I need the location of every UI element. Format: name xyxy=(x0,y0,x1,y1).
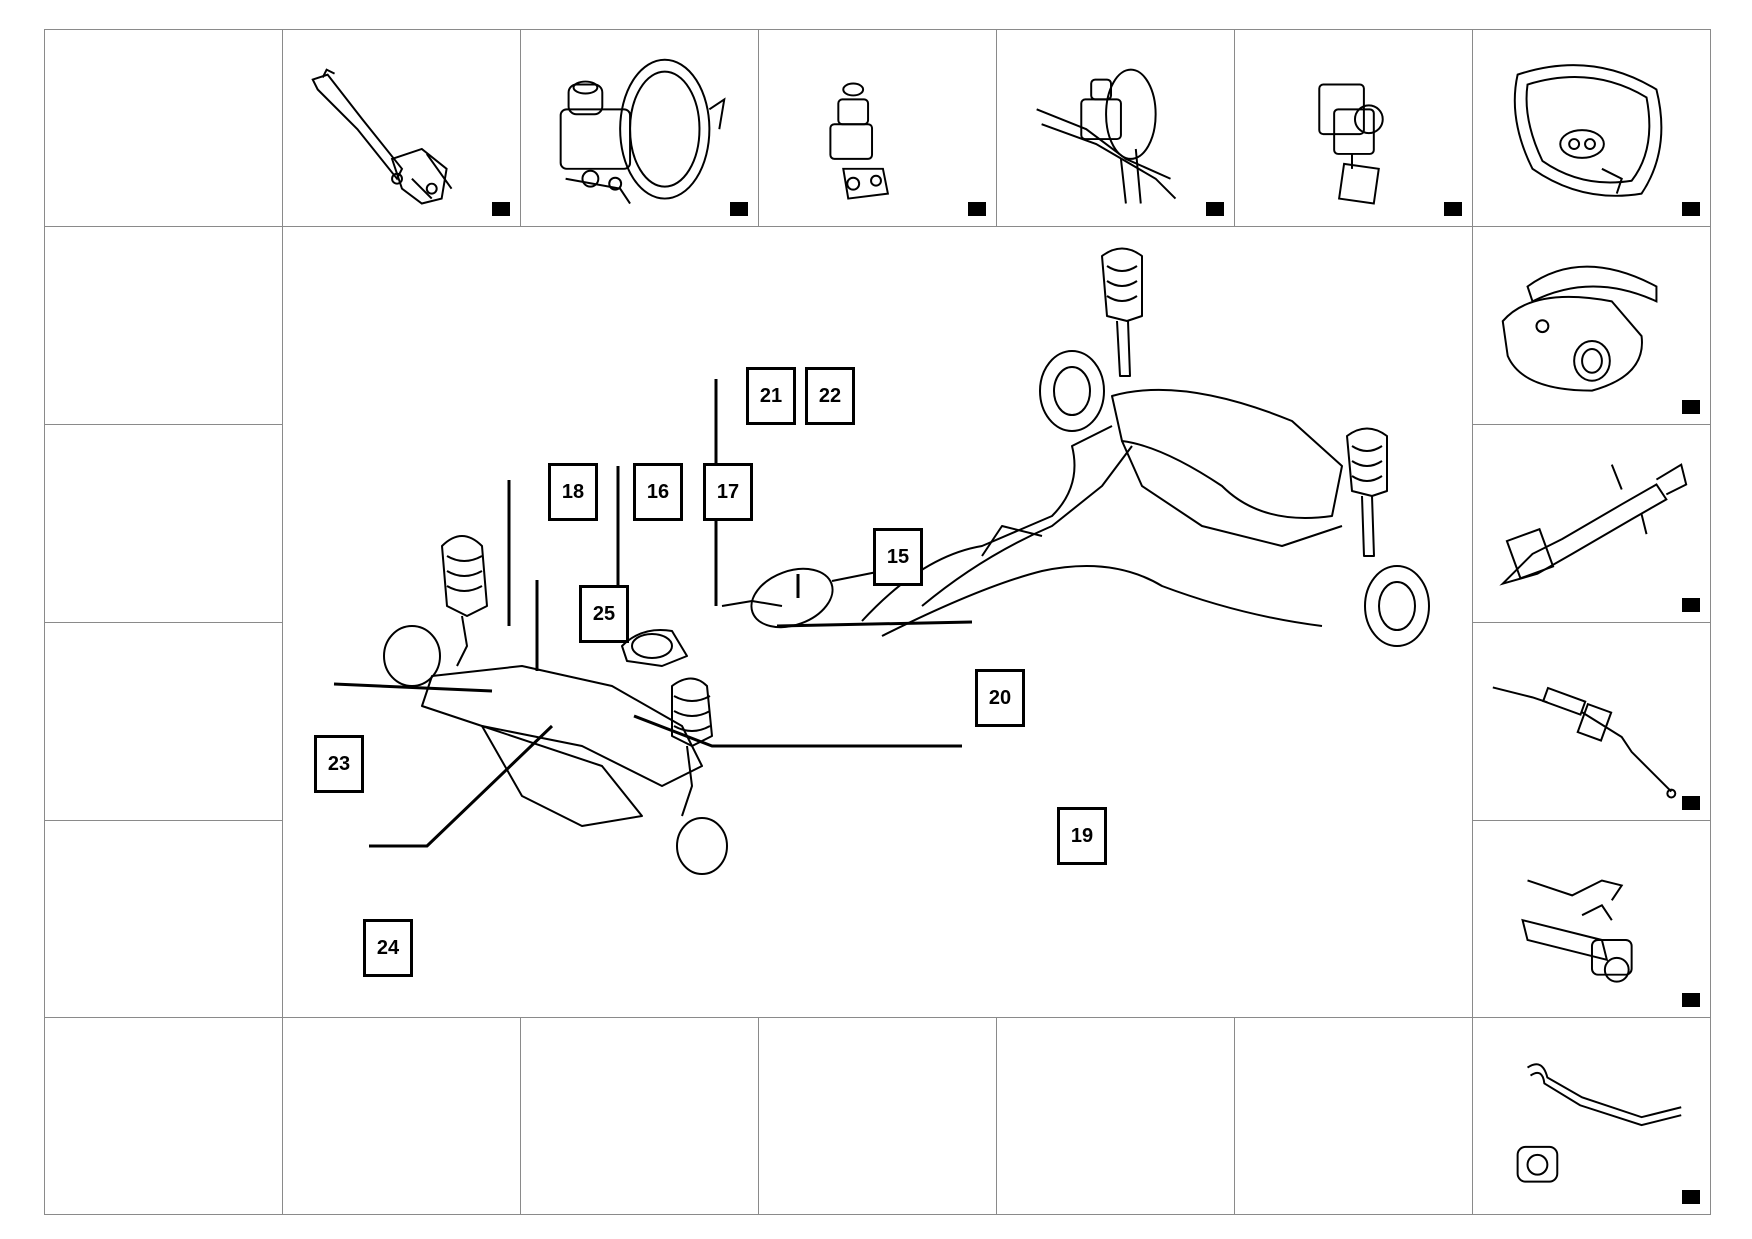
callout-20[interactable]: 20 xyxy=(975,669,1025,727)
reference-marker xyxy=(1206,202,1224,216)
rear-left-strut xyxy=(1101,247,1143,322)
blank-cell-left-2 xyxy=(44,424,283,623)
callout-25[interactable]: 25 xyxy=(579,585,629,643)
main-steering-wheel xyxy=(750,567,834,629)
reference-marker xyxy=(1682,796,1700,810)
callout-18[interactable]: 18 xyxy=(548,463,598,521)
thumbnail-steering-wheel[interactable] xyxy=(1472,29,1711,227)
callout-16[interactable]: 16 xyxy=(633,463,683,521)
thumbnail-abs-modulator[interactable] xyxy=(1234,29,1473,227)
steering-column-icon xyxy=(1499,463,1688,586)
thumbnail-steering-hose[interactable] xyxy=(1472,1017,1711,1215)
callout-19[interactable]: 19 xyxy=(1057,807,1107,865)
reference-marker xyxy=(492,202,510,216)
blank-cell-bottom-3 xyxy=(520,1017,759,1215)
front-right-strut xyxy=(671,677,713,747)
brake-booster-master-cylinder-icon xyxy=(559,58,726,205)
thumbnail-steering-rack[interactable] xyxy=(1472,622,1711,821)
thumbnail-brake-booster[interactable] xyxy=(520,29,759,227)
chassis-overview-drawing xyxy=(333,247,1430,875)
rear-subframe xyxy=(1111,388,1343,519)
thumbnail-handbrake-lever[interactable] xyxy=(282,29,521,227)
brake-line xyxy=(861,425,1113,622)
blank-cell-left-4 xyxy=(44,820,283,1018)
reference-marker xyxy=(1682,400,1700,414)
leader-lines xyxy=(333,379,973,848)
callout-23[interactable]: 23 xyxy=(314,735,364,793)
blank-cell-bottom-5 xyxy=(996,1017,1235,1215)
callout-24[interactable]: 24 xyxy=(363,919,413,977)
blank-cell-left-1 xyxy=(44,226,283,425)
thumbnail-booster-lines[interactable] xyxy=(996,29,1235,227)
steering-hose-icon xyxy=(1516,1063,1682,1183)
blank-cell-top-left xyxy=(44,29,283,227)
reference-marker xyxy=(1444,202,1462,216)
blank-cell-bottom-1 xyxy=(44,1017,283,1215)
callout-21[interactable]: 21 xyxy=(746,367,796,425)
callout-15[interactable]: 15 xyxy=(873,528,923,586)
rear-right-strut xyxy=(1346,427,1388,497)
thumbnail-column-shroud[interactable] xyxy=(1472,226,1711,425)
front-left-strut xyxy=(441,535,488,617)
abs-modulator-icon xyxy=(1318,83,1384,205)
handbrake-lever-icon xyxy=(311,68,453,205)
callout-17[interactable]: 17 xyxy=(703,463,753,521)
blank-cell-left-3 xyxy=(44,622,283,821)
steering-column-shroud-icon xyxy=(1501,265,1658,392)
steering-rack-icon xyxy=(1492,686,1677,799)
reference-marker xyxy=(730,202,748,216)
reference-marker xyxy=(968,202,986,216)
reference-marker xyxy=(1682,598,1700,612)
blank-cell-bottom-2 xyxy=(282,1017,521,1215)
power-steering-pump-icon xyxy=(1521,879,1633,983)
blank-cell-bottom-6 xyxy=(1234,1017,1473,1215)
reference-marker xyxy=(1682,1190,1700,1204)
reference-marker xyxy=(1682,993,1700,1007)
main-diagram-area xyxy=(282,226,1473,1018)
blank-cell-bottom-4 xyxy=(758,1017,997,1215)
thumbnail-power-steering-pump[interactable] xyxy=(1472,820,1711,1018)
brake-booster-lines-icon xyxy=(1036,68,1177,204)
thumbnail-steering-column[interactable] xyxy=(1472,424,1711,623)
thumbnail-brake-fluid-reservoir[interactable] xyxy=(758,29,997,227)
steering-wheel-icon xyxy=(1513,64,1663,197)
reference-marker xyxy=(1682,202,1700,216)
front-subframe xyxy=(421,665,703,787)
brake-fluid-reservoir-icon xyxy=(829,82,890,200)
callout-22[interactable]: 22 xyxy=(805,367,855,425)
